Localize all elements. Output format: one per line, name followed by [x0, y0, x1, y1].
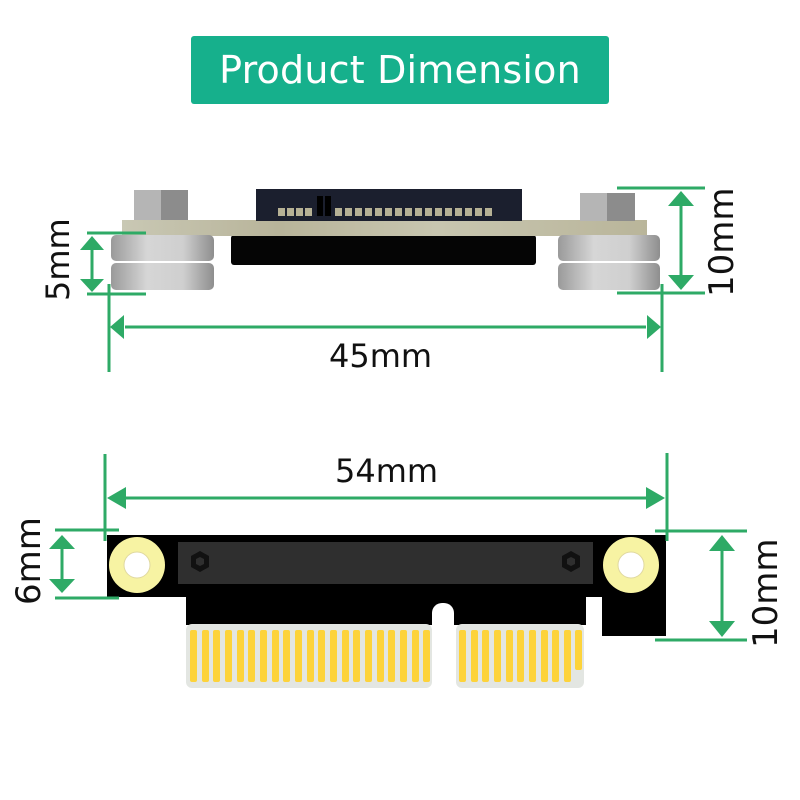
dim-label-bracket-height: 6mm	[9, 517, 49, 605]
dim-6mm-lines	[49, 528, 119, 600]
slot-connector	[256, 189, 522, 221]
dim-label-standoff-height: 5mm	[39, 218, 77, 301]
dim-45mm-lines	[107, 284, 664, 372]
dim-54mm-lines	[103, 453, 669, 541]
bracket-panel	[178, 542, 593, 584]
key-notch	[432, 603, 454, 643]
pcb-board-side	[122, 220, 647, 236]
dim-label-front-total-height: 10mm	[746, 538, 786, 648]
dim-label-front-width: 54mm	[335, 452, 439, 490]
standoff-left-lower	[111, 263, 214, 290]
dim-5mm-lines	[80, 231, 146, 296]
gold-fingers-right	[459, 630, 582, 682]
page-title: Product Dimension	[219, 48, 581, 92]
right-tab	[602, 595, 666, 636]
connector-pins	[278, 208, 492, 216]
card-body	[186, 595, 586, 625]
standoff-right-lower	[558, 263, 660, 290]
standoff-right-upper	[558, 235, 660, 261]
gold-fingers-left	[190, 630, 430, 682]
title-banner: Product Dimension	[191, 36, 609, 104]
dim-label-side-total-height: 10mm	[702, 187, 742, 297]
connector-body-bottom	[231, 235, 536, 265]
dim-10mm-front-lines	[655, 529, 747, 642]
standoff-left-upper	[111, 235, 214, 261]
front-view	[49, 453, 747, 688]
dim-label-side-width: 45mm	[329, 337, 433, 375]
side-view	[80, 186, 705, 372]
